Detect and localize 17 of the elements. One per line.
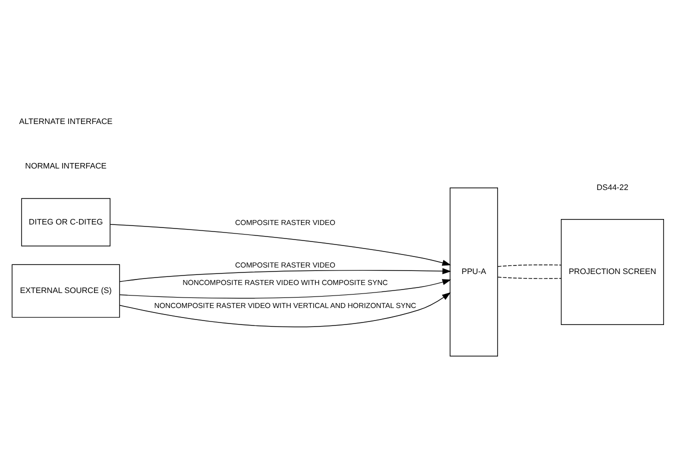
edge-label: NONCOMPOSITE RASTER VIDEO WITH VERTICAL AND HORIZONTAL SYNC bbox=[154, 300, 416, 310]
label: NORMAL INTERFACE bbox=[25, 162, 107, 171]
node-box: EXTERNAL SOURCE (S) bbox=[12, 264, 120, 318]
arrow bbox=[119, 268, 452, 282]
label: DS44-22 bbox=[596, 182, 628, 192]
arrow bbox=[110, 224, 452, 266]
edge-label: NONCOMPOSITE RASTER VIDEO WITH COMPOSITE SYNC bbox=[182, 278, 388, 288]
edge-label: COMPOSITE RASTER VIDEO bbox=[235, 218, 336, 228]
label: ALTERNATE INTERFACE bbox=[19, 117, 113, 126]
node-box: PPU-A bbox=[450, 188, 498, 356]
arrow bbox=[119, 292, 451, 328]
node-box: PROJECTION SCREEN bbox=[560, 218, 664, 325]
connector bbox=[498, 276, 562, 279]
edge-label: COMPOSITE RASTER VIDEO bbox=[235, 260, 336, 270]
node-box: DITEG OR C-DITEG bbox=[21, 198, 110, 246]
arrow bbox=[119, 279, 452, 299]
connector bbox=[498, 264, 562, 267]
